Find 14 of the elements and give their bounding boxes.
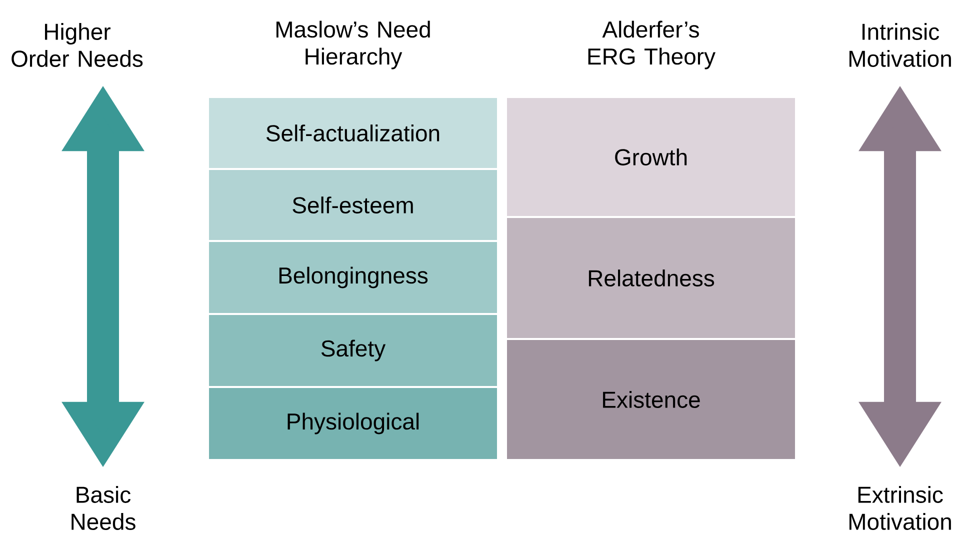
need-level-box: Relatedness	[505, 216, 797, 340]
column-heading: Alderfer’s ERG Theory	[588, 20, 716, 70]
need-level-box: Self-esteem	[207, 168, 499, 242]
need-level-box: Physiological	[207, 386, 499, 461]
need-level-box: Growth	[505, 96, 797, 218]
axis-label: Extrinsic Motivation	[849, 486, 951, 530]
column-heading: Maslow’s Need Hierarchy	[276, 20, 430, 70]
need-level-box: Belongingness	[207, 240, 499, 315]
need-level-box: Existence	[505, 338, 797, 461]
axis-label: Basic Needs	[72, 486, 136, 530]
axis-label: Higher Order Needs	[12, 23, 143, 67]
need-level-box: Safety	[207, 313, 499, 388]
need-level-box: Self-actualization	[207, 96, 499, 170]
axis-label: Intrinsic Motivation	[849, 23, 951, 67]
